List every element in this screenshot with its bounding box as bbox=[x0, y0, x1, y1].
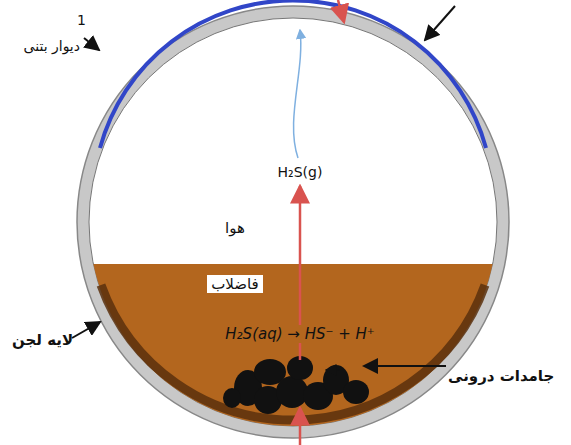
sludge-layer bbox=[101, 285, 485, 420]
leader-arrow bbox=[364, 365, 446, 367]
oxygen-arrow bbox=[338, 0, 344, 22]
solids bbox=[223, 356, 369, 414]
wastewater bbox=[80, 264, 510, 444]
leader-arrow bbox=[84, 38, 99, 50]
reaction-equation: H₂S(aq) → HS⁻ + H⁺ bbox=[221, 325, 378, 343]
diffusion-arrow bbox=[294, 30, 301, 158]
part-label: دیوار بتنی bbox=[24, 38, 80, 55]
gas-arrow bbox=[299, 408, 302, 445]
region-label: فاضلاب bbox=[207, 275, 263, 293]
part-label: جامدات درونی bbox=[448, 367, 554, 385]
region-label: هوا bbox=[221, 219, 249, 237]
part-label: لایه لجن bbox=[12, 331, 73, 349]
leader-arrow bbox=[72, 322, 100, 338]
callout-number: 1 bbox=[77, 12, 86, 29]
gas-label: H₂S(g) bbox=[274, 164, 327, 181]
leader-arrow bbox=[425, 6, 455, 40]
